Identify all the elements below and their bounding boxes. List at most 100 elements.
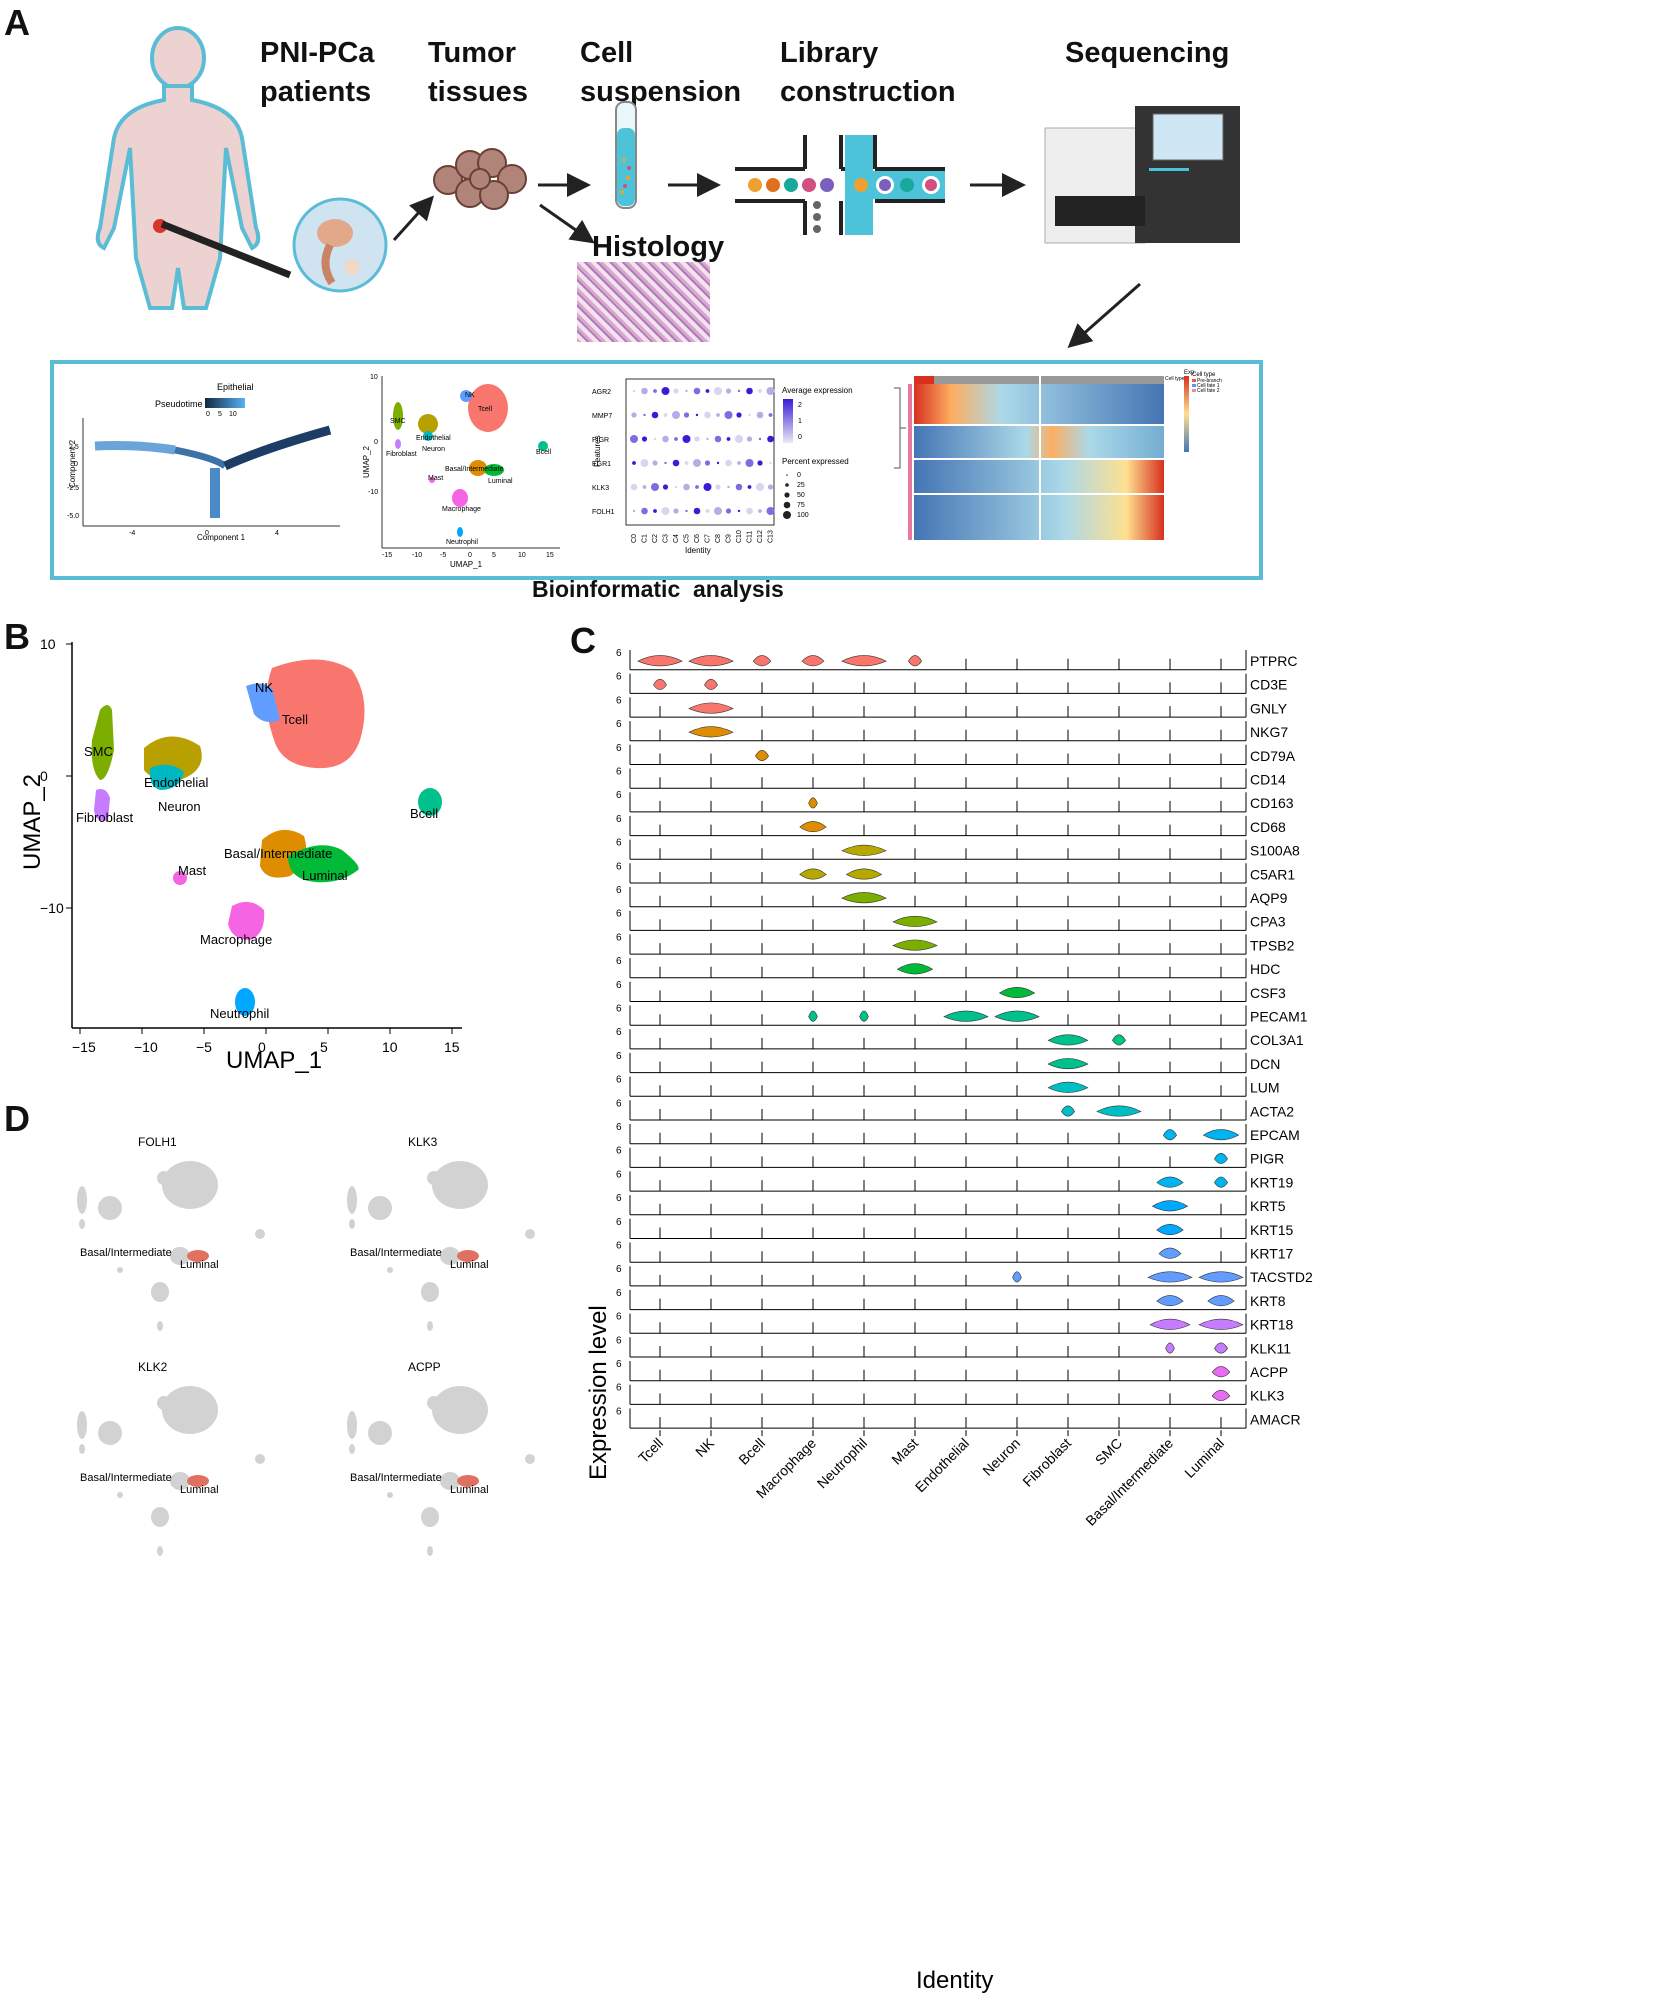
violin-shape <box>1214 1342 1228 1354</box>
feature-label-basal: Basal/Intermediate <box>350 1472 442 1484</box>
violin-gene-label: KLK3 <box>1250 1388 1284 1404</box>
umap-ylabel: UMAP_2 <box>19 774 46 870</box>
trajectory-title: Epithelial <box>217 382 254 392</box>
dotplot-dot <box>757 460 763 466</box>
dotplot-dot <box>746 387 753 395</box>
violin-gene-label: TACSTD2 <box>1250 1269 1313 1285</box>
svg-text:Cell type: Cell type <box>1165 376 1185 382</box>
violin-shape <box>637 655 683 667</box>
svg-text:Identity: Identity <box>685 546 711 555</box>
violin-gene-label: PTPRC <box>1250 653 1297 669</box>
dotplot-dot <box>673 508 679 514</box>
dotplot-cluster-label: C11 <box>747 531 754 543</box>
dotplot-dot <box>630 483 638 491</box>
violin-shape <box>1158 1247 1182 1259</box>
violin-shape <box>1207 1295 1235 1307</box>
svg-text:5: 5 <box>492 552 496 559</box>
svg-text:2.5: 2.5 <box>69 444 79 451</box>
svg-text:0: 0 <box>374 439 378 446</box>
violin-gene-label: KRT5 <box>1250 1198 1286 1214</box>
dotplot-cluster-label: C0 <box>631 534 638 543</box>
dotplot-dot <box>737 389 741 393</box>
tumor-cells-illustration <box>433 148 527 210</box>
violin-shape <box>1149 1318 1191 1330</box>
dotplot-dot <box>673 388 679 394</box>
violin-shape <box>1047 1034 1089 1046</box>
violin-tick: 6 <box>616 1075 622 1086</box>
arrows-panel-a <box>392 173 1026 244</box>
dotplot-dot <box>653 509 657 513</box>
dotplot-dot <box>674 437 678 441</box>
dotplot-dot <box>652 460 658 466</box>
svg-text:-4: -4 <box>129 530 135 537</box>
umap-xtick: 10 <box>382 1039 398 1055</box>
svg-text:-5: -5 <box>440 552 446 559</box>
dotplot-gene-label: PIGR <box>592 437 609 444</box>
umap-xtick: 0 <box>258 1039 266 1055</box>
violin-shape <box>801 655 825 667</box>
violin-gene-label: EPCAM <box>1250 1127 1300 1143</box>
analysis-title: Bioinformatic analysis <box>532 576 784 602</box>
violin-tick: 6 <box>616 1217 622 1228</box>
dotplot-dot <box>727 485 730 489</box>
svg-text:1: 1 <box>798 418 802 425</box>
dotplot-dot <box>756 411 764 419</box>
feature-label-luminal: Luminal <box>450 1484 489 1496</box>
dotplot-cluster-label: C1 <box>642 534 649 543</box>
dotplot-dot <box>725 508 732 514</box>
violin-shape <box>688 702 734 714</box>
panel-a-letter: A <box>4 2 30 43</box>
dotplot-dot <box>704 460 711 466</box>
violin-gene-label: PECAM1 <box>1250 1009 1308 1025</box>
violin-shape <box>799 868 827 880</box>
dotplot-dot <box>758 389 762 393</box>
step-label-library: Library construction <box>780 37 956 108</box>
violin-shape <box>892 939 938 951</box>
violin-gene-label: AMACR <box>1250 1411 1301 1427</box>
violin-gene-label: KRT19 <box>1250 1174 1294 1190</box>
svg-text:Features: Features <box>593 435 602 467</box>
violin-shape <box>994 1010 1040 1022</box>
violin-identity-label: Fibroblast <box>1019 1435 1074 1490</box>
svg-text:UMAP_2: UMAP_2 <box>362 445 371 478</box>
violin-tick: 6 <box>616 1241 622 1252</box>
violin-ylabel: Expression level <box>585 1305 612 1480</box>
dotplot-dot <box>703 483 712 491</box>
label-bcell: Bcell <box>410 806 438 821</box>
violin-tick: 6 <box>616 1169 622 1180</box>
dotplot-dot <box>767 435 774 443</box>
dotplot-gene-label: FOLH1 <box>592 509 615 516</box>
violin-tick: 6 <box>616 1406 622 1417</box>
feature-label-basal: Basal/Intermediate <box>80 1247 172 1259</box>
dotplot-cluster-label: C5 <box>684 534 691 543</box>
violin-xlabel: Identity <box>916 1967 993 1994</box>
svg-text:Basal/Intermediate: Basal/Intermediate <box>445 466 503 473</box>
dotplot-dot <box>694 436 700 442</box>
svg-text:Macrophage: Macrophage <box>442 506 481 513</box>
dotplot-dot <box>714 387 722 395</box>
feature-plot-title: KLK2 <box>138 1360 168 1374</box>
violin-gene-label: CD68 <box>1250 819 1286 835</box>
svg-text:2: 2 <box>798 402 802 409</box>
umap-ytick: −10 <box>40 900 64 916</box>
violin-shape <box>841 655 887 667</box>
svg-text:10: 10 <box>370 374 378 381</box>
feature-plot-title: KLK3 <box>408 1135 438 1149</box>
dotplot-dot <box>642 485 647 489</box>
svg-text:-10: -10 <box>412 552 422 559</box>
dotplot-dot <box>706 437 709 441</box>
violin-gene-label: TPSB2 <box>1250 937 1295 953</box>
svg-text:100: 100 <box>797 512 809 519</box>
violin-shape <box>1047 1081 1089 1093</box>
dotplot-dot <box>768 413 773 417</box>
dotplot-dot <box>663 413 668 417</box>
svg-text:-10: -10 <box>368 489 378 496</box>
svg-text:Neuron: Neuron <box>422 446 445 453</box>
dotplot-dot <box>769 461 772 465</box>
dotplot-dot <box>724 411 733 419</box>
svg-text:Percent expressed: Percent expressed <box>782 457 849 466</box>
violin-tick: 6 <box>616 743 622 754</box>
violin-shape <box>892 915 938 927</box>
dotplot-dot <box>766 387 775 395</box>
